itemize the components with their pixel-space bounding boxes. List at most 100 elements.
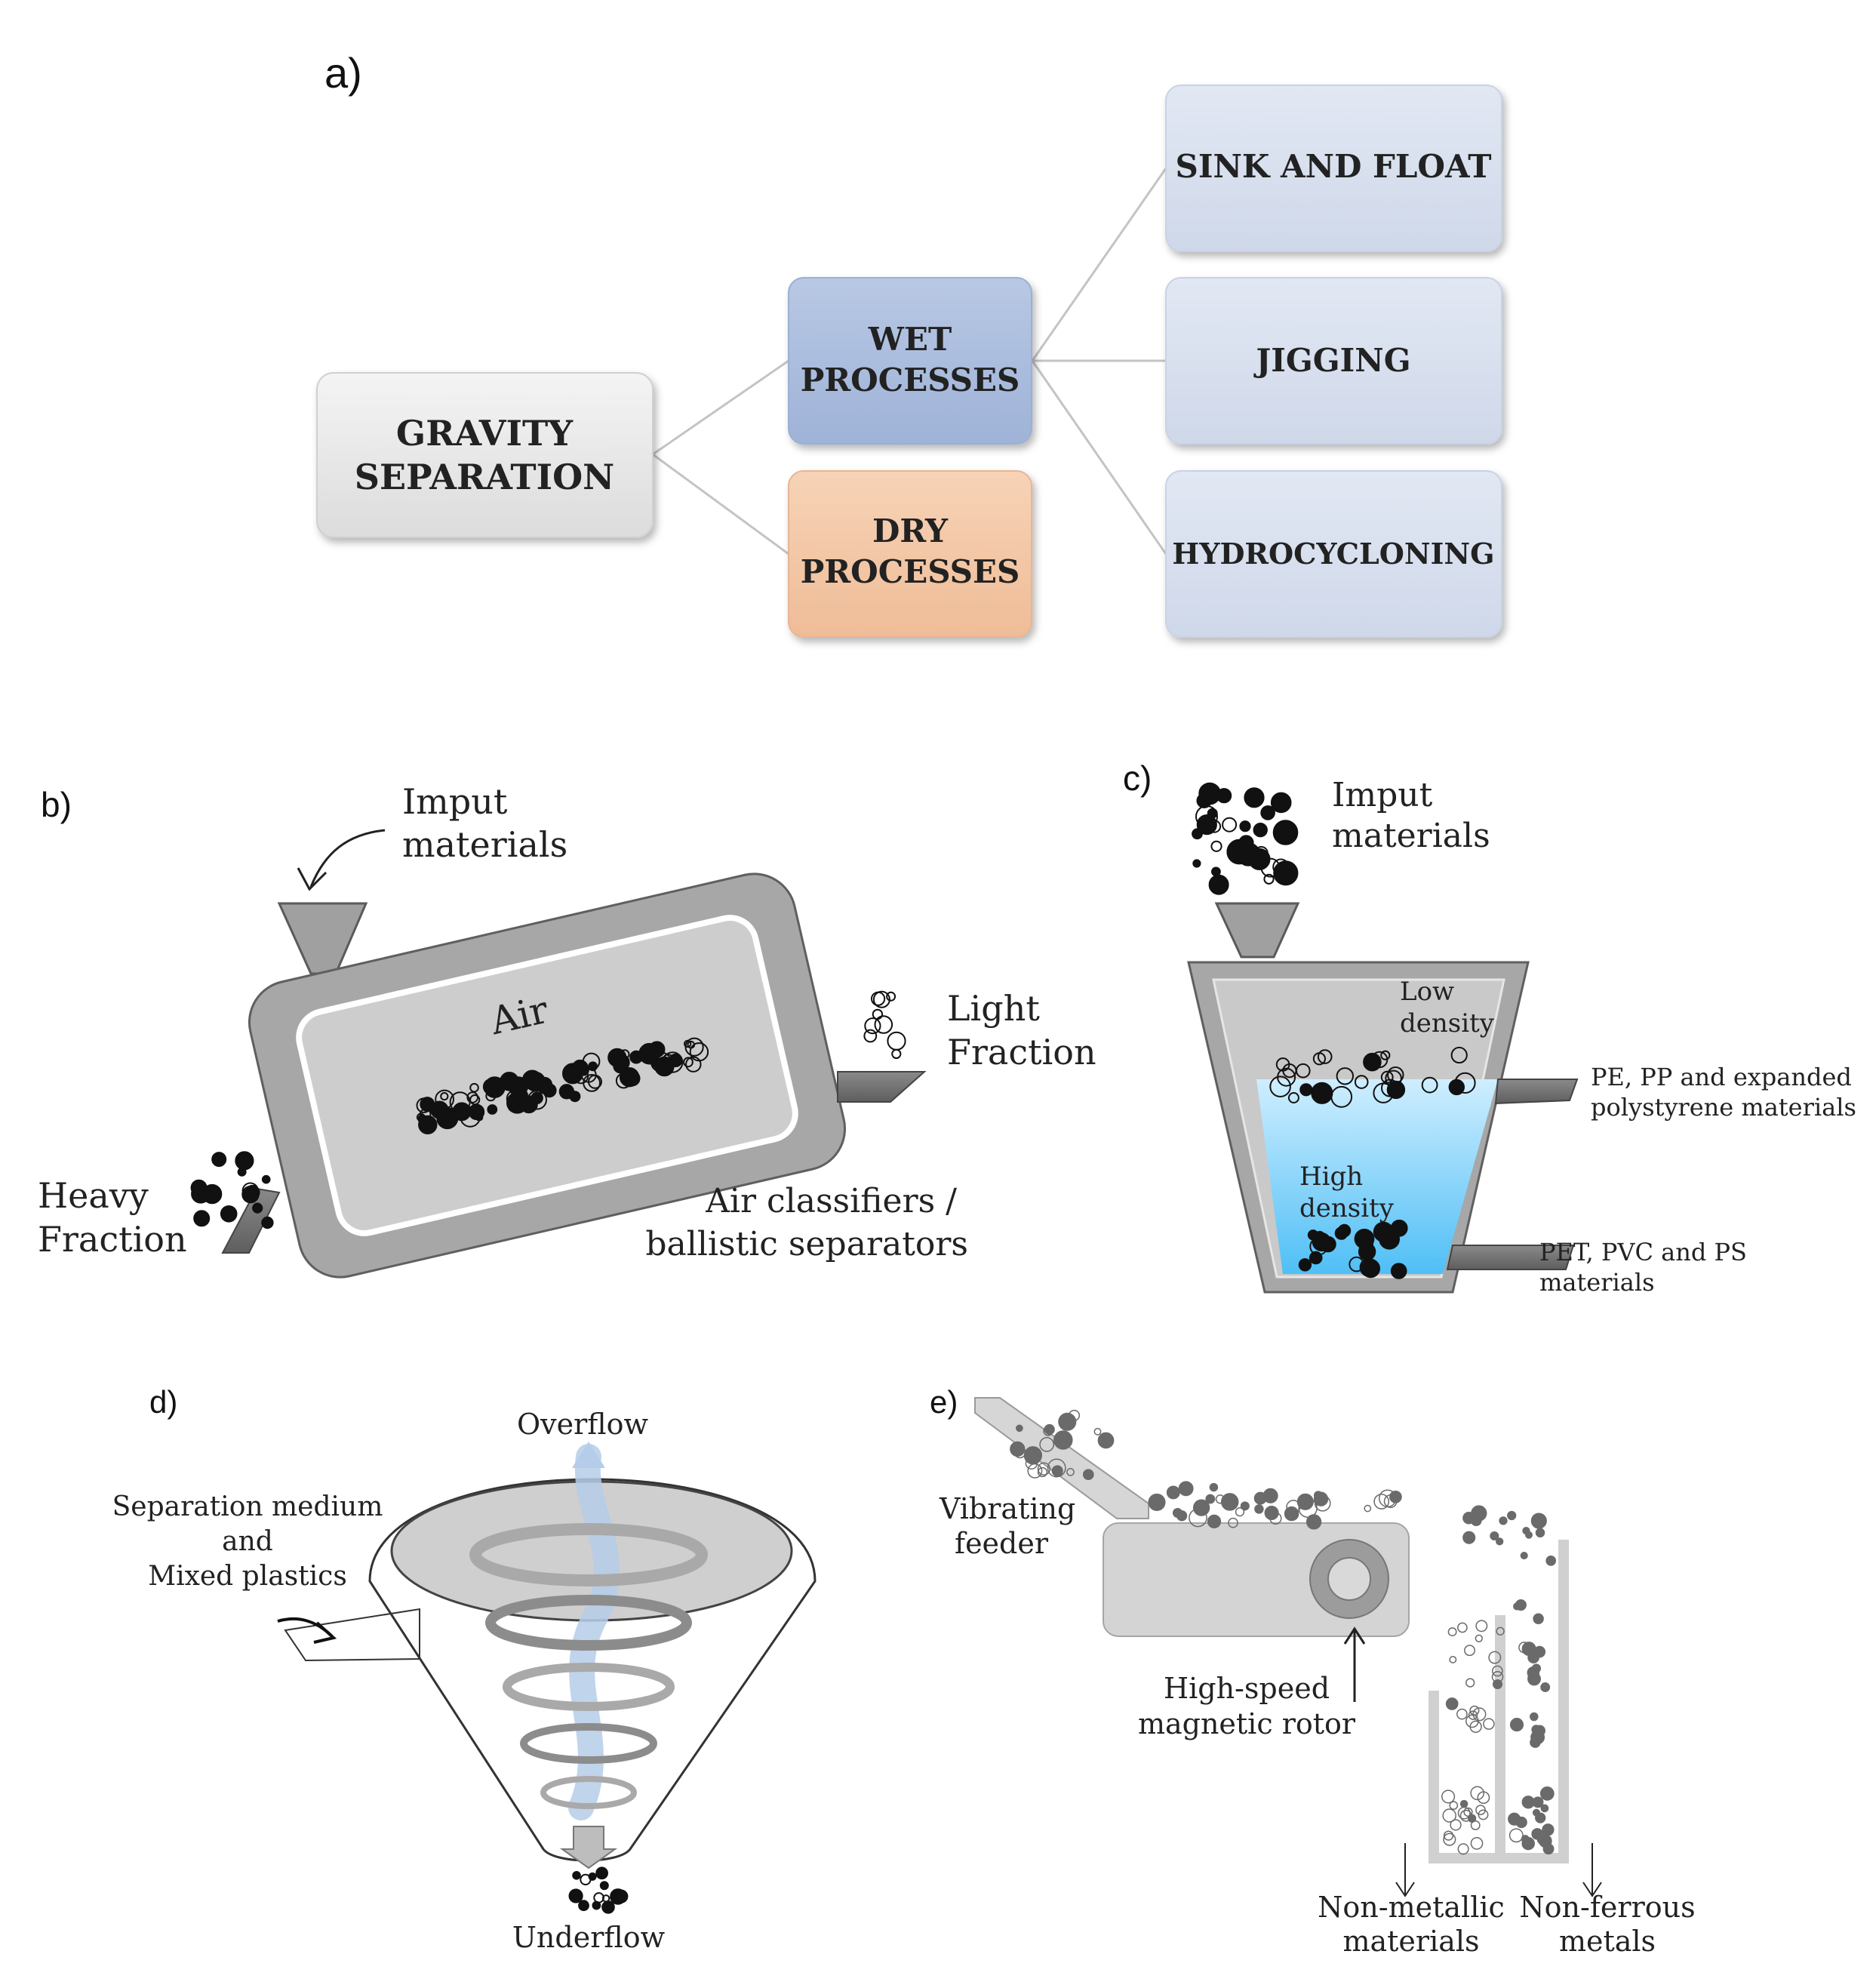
particle-light xyxy=(1263,873,1275,885)
particle-heavy xyxy=(237,1167,247,1177)
c-out-top-line-1: PE, PP and expanded xyxy=(1591,1063,1852,1091)
particle-heavy xyxy=(1264,1505,1279,1521)
panel-d-label: d) xyxy=(149,1384,177,1420)
e-rotor-line-1: High-speed xyxy=(1164,1672,1330,1705)
particle-light xyxy=(1470,1786,1485,1801)
b-input-line-2: materials xyxy=(402,824,567,865)
particle-light xyxy=(1306,1514,1319,1528)
particle-heavy xyxy=(1540,1804,1549,1813)
particle-light xyxy=(1483,1718,1495,1730)
particle-light xyxy=(1442,1808,1456,1823)
node-box xyxy=(316,372,654,538)
particle-heavy xyxy=(1462,1531,1476,1544)
particle-light xyxy=(1314,1494,1331,1512)
panel-e-label: e) xyxy=(930,1384,958,1420)
panel-a: a) GRAVITY SEPARATION WET PROCESSES DRY … xyxy=(316,49,1502,638)
particle-heavy xyxy=(1536,1833,1548,1845)
particle-heavy xyxy=(1262,1488,1278,1503)
particle-light xyxy=(435,1089,454,1109)
particle-heavy xyxy=(1311,1082,1333,1104)
particle-light xyxy=(1488,1651,1502,1664)
particle-heavy xyxy=(1521,1836,1535,1851)
particle-heavy xyxy=(1209,1482,1219,1492)
particle-heavy xyxy=(1205,1494,1216,1504)
particle-heavy xyxy=(220,1205,238,1223)
particle-heavy xyxy=(1515,1816,1527,1829)
particle-light xyxy=(1269,1076,1291,1097)
b-light-particles xyxy=(863,990,906,1060)
panel-c: c) Imput materials Low density High dens… xyxy=(1123,759,1856,1297)
particle-light xyxy=(1380,1050,1391,1060)
b-heavy-chute xyxy=(221,1187,281,1254)
b-light-line-2: Fraction xyxy=(947,1032,1096,1072)
c-input-line-2: materials xyxy=(1332,817,1490,855)
particle-light xyxy=(1441,1790,1456,1804)
particle-light xyxy=(624,1070,641,1087)
particle-heavy xyxy=(1178,1481,1194,1497)
particle-light xyxy=(1450,1046,1468,1064)
e-bin-nonmetallic xyxy=(1429,1615,1505,1863)
e-trajectory-particles xyxy=(1441,1505,1557,1855)
node-sink-label: SINK AND FLOAT xyxy=(1176,148,1492,185)
particle-heavy xyxy=(468,1103,485,1121)
particle-light xyxy=(1475,1634,1483,1642)
c-sinking-particles xyxy=(1298,1219,1408,1279)
particle-heavy xyxy=(1253,823,1268,838)
particle-light xyxy=(874,1015,893,1034)
particle-light xyxy=(1215,1494,1226,1504)
particle-heavy xyxy=(1208,874,1229,895)
particle-heavy xyxy=(1097,1432,1115,1449)
d-underflow-particles xyxy=(568,1866,629,1914)
b-input-arrow xyxy=(309,829,386,888)
particle-light xyxy=(1277,1067,1296,1087)
particle-light xyxy=(583,1074,601,1092)
particle-heavy xyxy=(1148,1493,1166,1511)
node-box xyxy=(1165,470,1502,638)
particle-heavy xyxy=(1299,1083,1313,1097)
e-feeder-particles xyxy=(1010,1409,1115,1481)
particle-heavy xyxy=(1539,1786,1555,1801)
particle-heavy xyxy=(1386,1080,1406,1100)
particle-heavy xyxy=(601,1900,615,1914)
node-wet-line-1: WET xyxy=(868,321,952,358)
particle-light xyxy=(1228,1517,1238,1528)
node-sink-and-float: SINK AND FLOAT xyxy=(1165,85,1502,252)
particle-light xyxy=(1457,1622,1468,1633)
node-jigging: JIGGING xyxy=(1165,277,1502,445)
particle-light xyxy=(662,1051,684,1073)
panel-b: b) Imput materials Air Light Fraction He… xyxy=(38,781,1096,1279)
c-out-bottom-line-2: materials xyxy=(1539,1268,1654,1297)
particle-light xyxy=(1252,858,1262,869)
particle-heavy xyxy=(1445,1697,1459,1710)
particle-heavy xyxy=(1520,1552,1528,1560)
node-box xyxy=(1165,277,1502,445)
particle-light xyxy=(685,1056,702,1072)
particle-light xyxy=(1464,1645,1475,1657)
particle-heavy xyxy=(1390,1219,1408,1237)
spiral-ring xyxy=(485,1595,692,1651)
particle-heavy xyxy=(418,1115,438,1135)
particle-light xyxy=(615,1072,632,1089)
c-input-particles xyxy=(1192,782,1299,895)
particle-heavy xyxy=(1471,1505,1487,1522)
node-wet-processes: WET PROCESSES xyxy=(788,277,1032,445)
spiral-ring xyxy=(540,1776,637,1809)
particle-heavy xyxy=(1239,820,1251,832)
particle-light xyxy=(1465,1678,1475,1688)
particle-heavy xyxy=(592,1900,601,1910)
particle-heavy xyxy=(1532,1808,1541,1817)
particle-light xyxy=(1475,1620,1488,1633)
b-heavy-particles xyxy=(190,1151,274,1229)
c-input-line-1: Imput xyxy=(1332,776,1433,814)
particle-light xyxy=(864,1017,881,1035)
c-hopper xyxy=(1214,902,1300,959)
e-belt-particles xyxy=(1148,1481,1402,1530)
e-collection-bins xyxy=(1429,1540,1569,1863)
particle-heavy xyxy=(1530,1737,1541,1748)
particle-heavy xyxy=(1527,1666,1540,1679)
particle-heavy xyxy=(1531,1725,1542,1735)
particle-light xyxy=(1470,1837,1484,1850)
e-arrowhead-nonferrous xyxy=(1582,1882,1602,1897)
particle-light xyxy=(1469,1720,1482,1733)
particle-heavy xyxy=(1373,1221,1395,1242)
